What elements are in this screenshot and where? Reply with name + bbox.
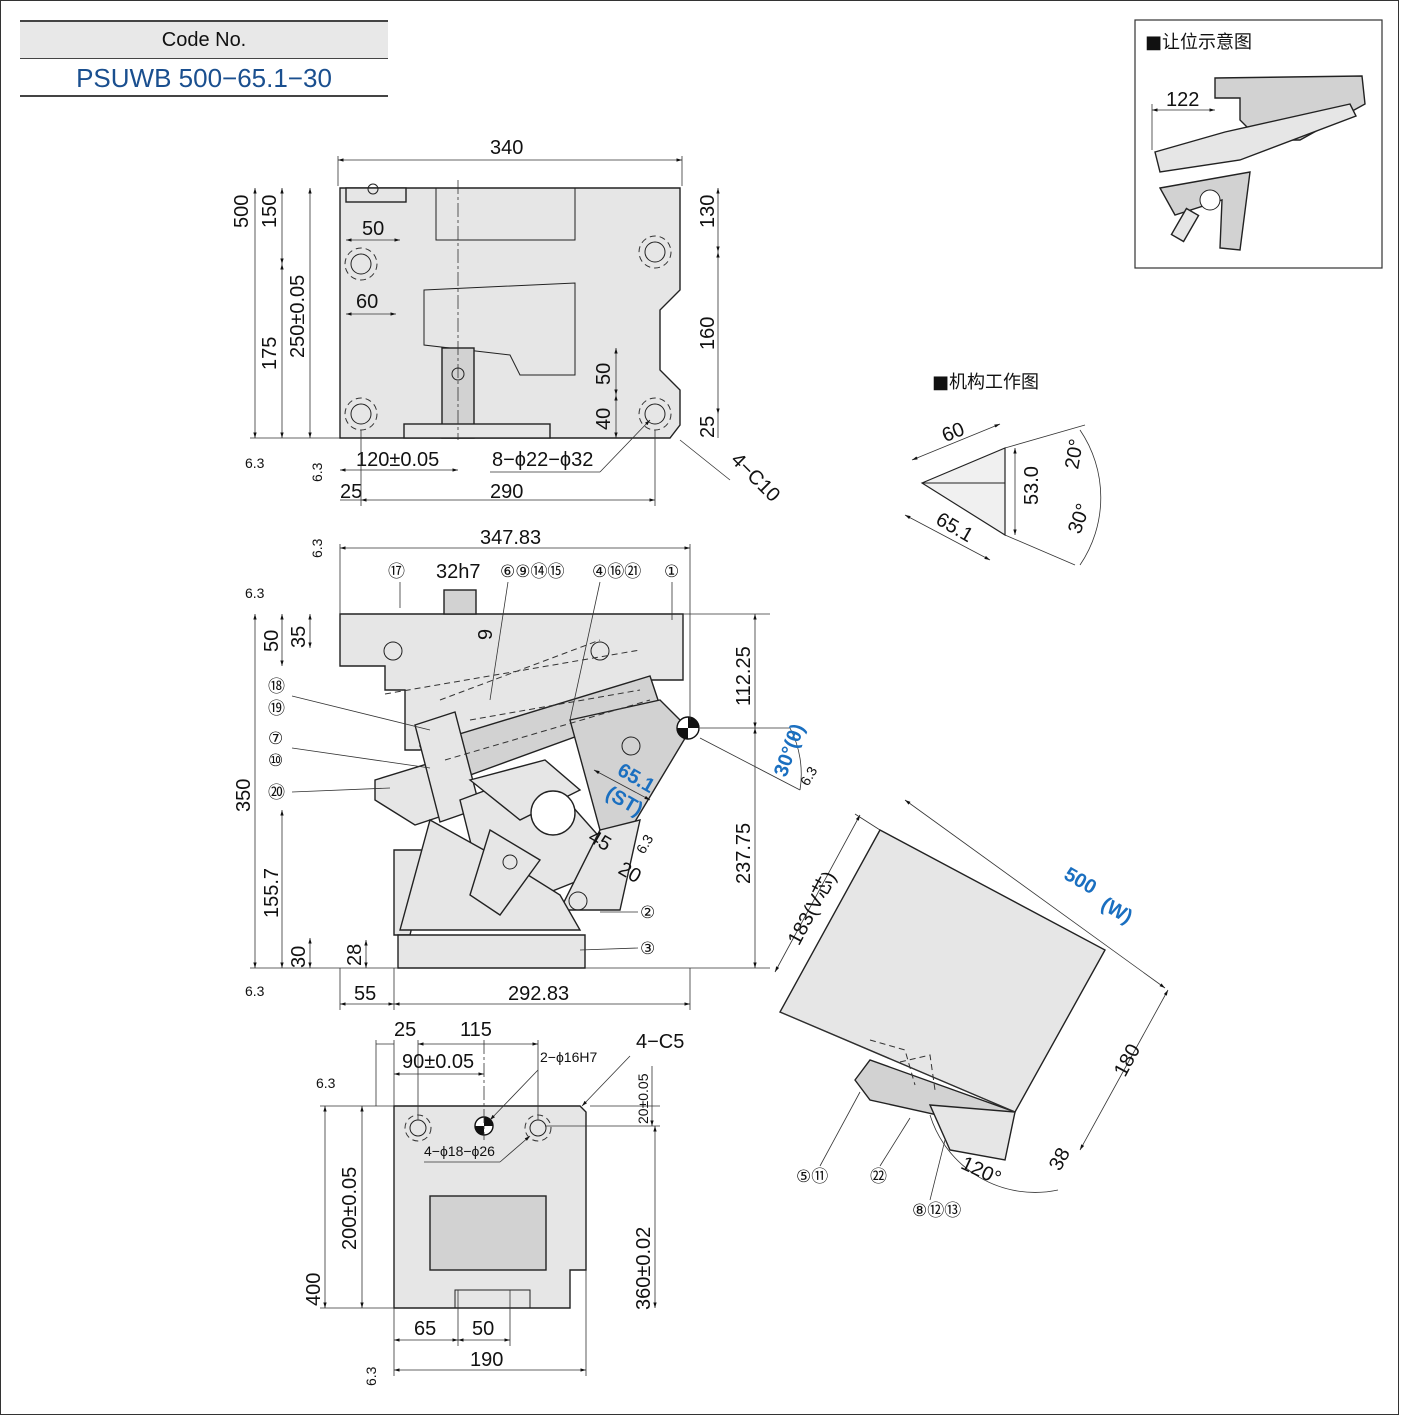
label-4-16-21: ④⑯㉑	[592, 562, 641, 582]
label-8-12-13: ⑧⑫⑬	[912, 1201, 961, 1221]
bot-dim-65: 65	[414, 1318, 436, 1340]
relief-inset: ■让位示意图 122	[1134, 19, 1383, 269]
mech-dim-60: 60	[939, 418, 968, 447]
bot-dim-400: 400	[303, 1273, 325, 1306]
bot-dim-200: 200±0.05	[339, 1167, 361, 1250]
top-dim-25r: 25	[697, 416, 719, 438]
label-1: ①	[664, 562, 679, 582]
rotated-view: 183(V芯) 500 (W) 180 38 120° ⑤⑪ ㉒ ⑧⑫⑬	[774, 799, 1169, 1221]
rough-6: 6.3	[797, 763, 821, 788]
rot-dim-38: 38	[1045, 1144, 1075, 1174]
rot-dim-180: 180	[1110, 1041, 1145, 1081]
top-dim-60: 60	[356, 291, 378, 313]
bot-dim-25: 25	[394, 1019, 416, 1041]
bot-dim-chamfer: 4−C5	[636, 1031, 684, 1053]
rough-8: 6.3	[316, 1075, 336, 1091]
top-dim-250: 250±0.05	[287, 275, 309, 358]
side-dim-9: 9	[475, 629, 497, 640]
bot-dim-360: 360±0.02	[633, 1227, 655, 1310]
code-number-header: Code No.	[20, 20, 388, 59]
top-dim-25b: 25	[340, 481, 362, 503]
mech-angle-20: 20°	[1061, 437, 1088, 471]
rough-3: 6.3	[245, 983, 265, 999]
side-dim-55: 55	[354, 983, 376, 1005]
rot-dim-500-label: (W)	[1097, 893, 1136, 928]
bot-dim-20: 20±0.05	[635, 1073, 651, 1124]
label-20: ⑳	[268, 783, 285, 803]
bot-dim-holes4: 4−ϕ18−ϕ26	[424, 1143, 495, 1159]
rot-dim-500: 500	[1060, 863, 1100, 899]
side-dim-237: 237.75	[733, 823, 755, 884]
label-5-11: ⑤⑪	[796, 1167, 828, 1187]
side-dim-292: 292.83	[508, 983, 569, 1005]
mech-angle-30: 30°	[1064, 501, 1095, 537]
label-7: ⑦	[268, 729, 283, 749]
side-dim-155: 155.7	[261, 868, 283, 918]
code-number-value: PSUWB 500−65.1−30	[20, 59, 388, 97]
side-view: 347.83 32h7 9 ⑰ ⑥⑨⑭⑮ ④⑯㉑ ① 350 50 35 155…	[233, 455, 820, 1386]
label-17: ⑰	[388, 562, 405, 582]
side-dim-50: 50	[261, 630, 283, 652]
relief-dim: 122	[1166, 89, 1199, 111]
label-3: ③	[640, 939, 655, 959]
top-dim-290: 290	[490, 481, 523, 503]
bottom-view: 25 115 90±0.05 2−ϕ16H7 4−C5 4−ϕ18−ϕ26 20…	[303, 1019, 684, 1376]
bot-dim-50: 50	[472, 1318, 494, 1340]
relief-inset-title: ■让位示意图	[1145, 32, 1252, 53]
label-19: ⑲	[268, 699, 285, 719]
side-dim-35: 35	[288, 626, 310, 648]
mechanism-inset-title: ■机构工作图	[932, 372, 1039, 393]
top-dim-holes: 8−ϕ22−ϕ32	[492, 449, 593, 471]
rough-1: 6.3	[309, 538, 325, 558]
side-dim-width: 347.83	[480, 527, 541, 549]
side-dim-350: 350	[233, 779, 255, 812]
side-dim-30: 30	[288, 946, 310, 968]
top-view: 340 500 150 175 250±0.05 50 60 130 160 2…	[231, 137, 784, 507]
side-dim-112: 112.25	[733, 646, 755, 706]
top-dim-160: 160	[697, 317, 719, 350]
label-10: ⑩	[268, 751, 283, 771]
top-dim-340: 340	[490, 137, 523, 159]
mechanism-inset: ■机构工作图 60 53.0 65.1 20° 30°	[904, 372, 1102, 566]
label-18: ⑱	[268, 677, 285, 697]
label-6-9-14-15: ⑥⑨⑭⑮	[500, 562, 564, 582]
bot-dim-190: 190	[470, 1349, 503, 1371]
top-dim-500: 500	[231, 195, 253, 228]
top-dim-chamfer: 4−C10	[727, 449, 785, 507]
code-number-box: Code No. PSUWB 500−65.1−30	[20, 20, 388, 97]
top-dim-50: 50	[362, 218, 384, 240]
top-dim-150: 150	[259, 195, 281, 228]
side-dim-28: 28	[344, 944, 366, 966]
bot-dim-90: 90±0.05	[402, 1051, 474, 1073]
top-dim-120: 120±0.05	[356, 449, 439, 471]
rough-4: 6.3	[245, 455, 265, 471]
rough-5: 6.3	[309, 462, 325, 482]
top-dim-40: 40	[593, 408, 615, 430]
rough-2: 6.3	[245, 585, 265, 601]
top-dim-130: 130	[697, 195, 719, 228]
top-dim-175: 175	[259, 337, 281, 370]
top-dim-50b: 50	[593, 363, 615, 385]
bot-dim-115: 115	[460, 1019, 492, 1041]
bot-dim-holes2: 2−ϕ16H7	[540, 1049, 597, 1065]
label-22: ㉒	[870, 1167, 887, 1187]
mech-dim-53: 53.0	[1021, 466, 1043, 505]
rough-9: 6.3	[363, 1366, 379, 1386]
label-2: ②	[640, 903, 655, 923]
side-dim-key: 32h7	[436, 561, 481, 583]
